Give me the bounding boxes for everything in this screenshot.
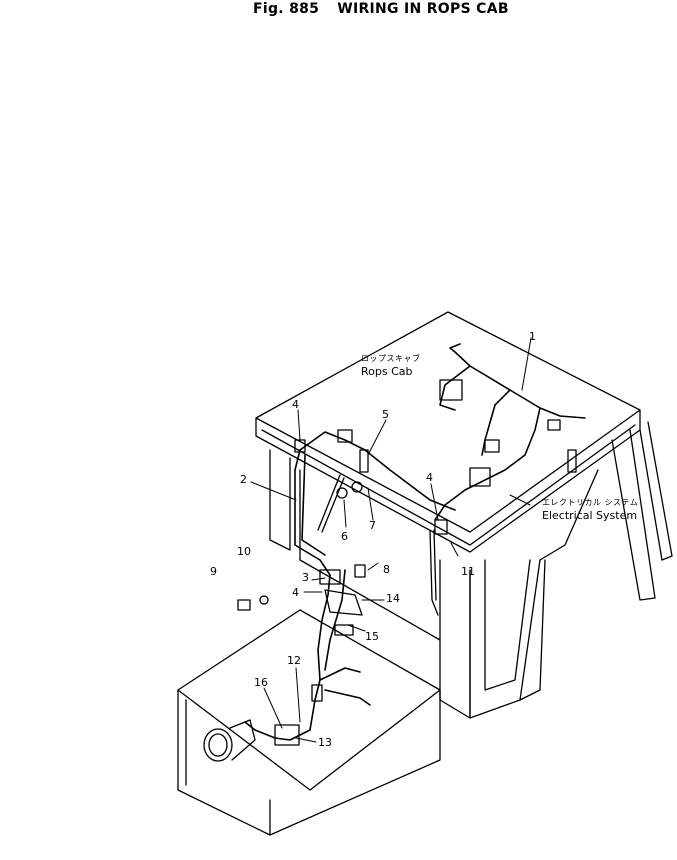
part-number-4: 4 — [292, 586, 299, 599]
part-number-4: 4 — [426, 471, 433, 484]
harness-lower — [244, 569, 371, 741]
part-number-10: 10 — [237, 545, 251, 558]
callout-rops-cab: ロップスキャブ Rops Cab — [361, 352, 421, 378]
figure-title: Fig. 885 WIRING IN ROPS CAB — [253, 1, 509, 17]
callout-rops-cab-jp: ロップスキャブ — [361, 354, 421, 363]
part-number-8: 8 — [383, 563, 390, 576]
part-number-4: 4 — [292, 398, 299, 411]
callout-rops-cab-en: Rops Cab — [361, 365, 413, 378]
part-number-9: 9 — [210, 565, 217, 578]
part-number-5: 5 — [382, 408, 389, 421]
harness-main — [299, 343, 586, 521]
part-number-15: 15 — [365, 630, 379, 643]
part-number-13: 13 — [318, 736, 332, 749]
lamp-housing — [203, 719, 256, 762]
part-number-12: 12 — [287, 654, 301, 667]
callout-electrical-en: Electrical System — [542, 509, 638, 522]
part-number-16: 16 — [254, 676, 268, 689]
cab-rear-panel — [299, 469, 531, 691]
part-number-6: 6 — [341, 530, 348, 543]
part-number-7: 7 — [369, 519, 376, 532]
figure-caption: WIRING IN ROPS CAB — [337, 1, 509, 17]
part-number-11: 11 — [461, 565, 475, 578]
part-number-1: 1 — [529, 330, 536, 343]
part-number-14: 14 — [386, 592, 400, 605]
part-number-3: 3 — [302, 571, 309, 584]
callout-electrical-system: エレクトリカル システム Electrical System — [542, 496, 638, 522]
callout-electrical-jp: エレクトリカル システム — [542, 498, 639, 507]
harness-left-pillar — [294, 449, 331, 576]
figure-number: Fig. 885 — [253, 1, 320, 17]
leader-lines — [250, 337, 532, 743]
wiper-arms — [317, 474, 439, 616]
cab-pillars — [269, 421, 673, 719]
cab-roof — [255, 311, 641, 553]
fender-box — [177, 609, 441, 836]
part-number-2: 2 — [240, 473, 247, 486]
